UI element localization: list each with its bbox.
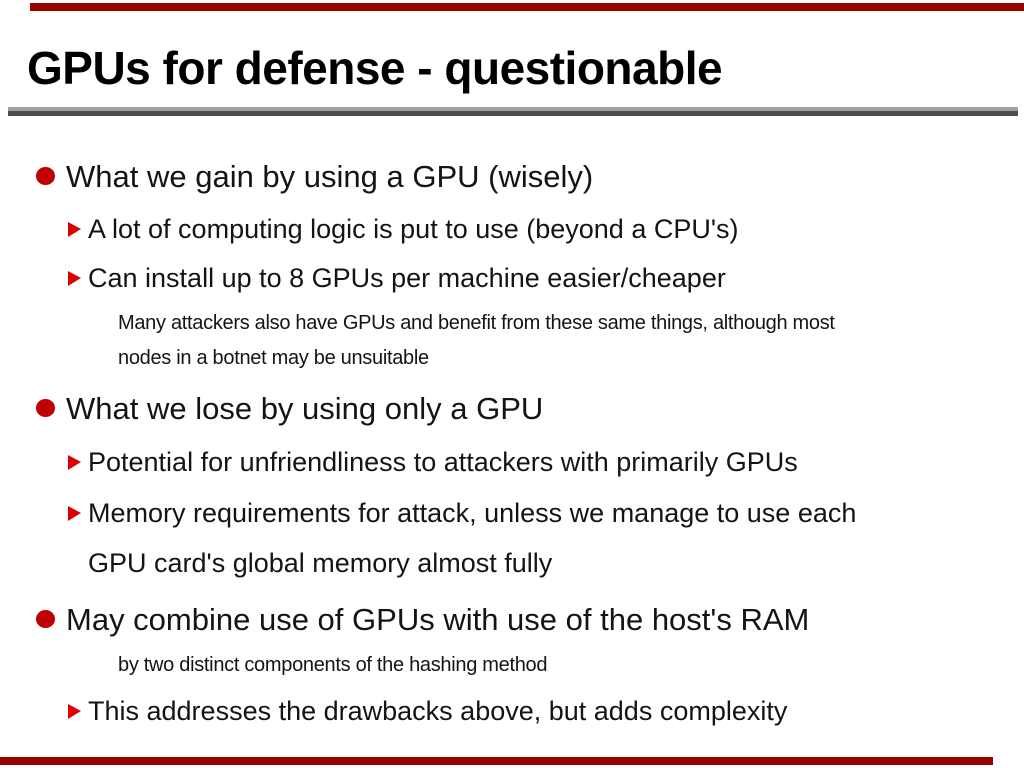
ball-bullet-icon [36,610,55,628]
note-line-components: by two distinct components of the hashin… [118,650,548,680]
bullet-item-drawbacks: This addresses the drawbacks above, but … [68,692,787,730]
bullet-text: GPU card's global memory almost fully [88,547,553,578]
bullet-text: Memory requirements for attack, unless w… [88,497,857,528]
triangle-bullet-icon [68,454,81,470]
bottom-red-bar [0,757,993,765]
bullet-text: Can install up to 8 GPUs per machine eas… [88,262,726,293]
note-line-attackers: Many attackers also have GPUs and benefi… [118,308,835,338]
bullet-text: This addresses the drawbacks above, but … [88,695,788,726]
bullet-item-gain: What we gain by using a GPU (wisely) [36,155,593,197]
bullet-item-combine: May combine use of GPUs with use of the … [36,598,809,640]
title-divider [8,107,1018,116]
top-red-bar [30,3,1024,11]
bullet-item-memory: Memory requirements for attack, unless w… [68,494,856,532]
slide-title: GPUs for defense - questionable [27,42,723,94]
note-text: by two distinct components of the hashin… [118,654,548,676]
bullet-continuation-memory: GPU card's global memory almost fully [88,544,552,582]
note-line-botnet: nodes in a botnet may be unsuitable [118,343,429,373]
note-text: nodes in a botnet may be unsuitable [118,347,429,369]
triangle-bullet-icon [68,270,81,286]
triangle-bullet-icon [68,505,81,521]
bullet-item-install: Can install up to 8 GPUs per machine eas… [68,259,726,297]
bullet-text: What we lose by using only a GPU [66,390,544,426]
bullet-item-logic: A lot of computing logic is put to use (… [68,210,739,248]
bullet-item-lose: What we lose by using only a GPU [36,387,543,429]
bullet-text: A lot of computing logic is put to use (… [88,213,739,244]
bullet-text: May combine use of GPUs with use of the … [66,601,810,637]
triangle-bullet-icon [68,703,81,719]
bullet-text: What we gain by using a GPU (wisely) [66,158,594,194]
ball-bullet-icon [36,167,55,185]
note-text: Many attackers also have GPUs and benefi… [118,312,835,334]
title-divider-light [8,107,1018,111]
bullet-item-unfriendliness: Potential for unfriendliness to attacker… [68,443,798,481]
triangle-bullet-icon [68,221,81,237]
bullet-text: Potential for unfriendliness to attacker… [88,446,798,477]
title-divider-dark [8,111,1018,116]
ball-bullet-icon [36,399,55,417]
